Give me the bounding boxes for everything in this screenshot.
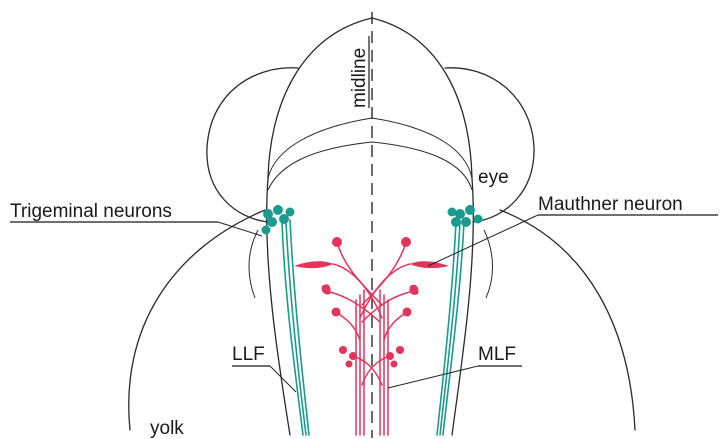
mauthner-left-soma (294, 261, 333, 268)
left-otic-contour (249, 230, 258, 298)
trigeminal-right-body-6 (448, 208, 457, 217)
neuron-bottom-right-3 (391, 361, 398, 368)
neuron-mid-right (409, 285, 418, 295)
body-outline-left (129, 210, 265, 430)
neuron-bottom-left-3 (346, 361, 353, 368)
right-eye (445, 68, 534, 222)
neuron-bottom-left-axon (353, 356, 382, 385)
yolk-label: yolk (150, 418, 184, 439)
trigeminal-left-body-2 (273, 205, 283, 215)
mlf-leader (388, 366, 478, 388)
midline-label: midline (349, 48, 370, 108)
trigeminal-left-body-6 (286, 208, 295, 217)
head-outline (129, 18, 635, 435)
mauthner-label: Mauthner neuron (538, 194, 683, 215)
llf-label: LLF (232, 344, 265, 365)
mauthner-leader (428, 215, 538, 266)
neuron-bottom-left-1 (339, 346, 347, 354)
trigeminal-left-body-5 (262, 226, 271, 235)
eye-label: eye (478, 167, 509, 188)
trigeminal-right-body-2 (465, 205, 475, 215)
left-eye (207, 68, 298, 222)
neuron-mid-left (322, 284, 331, 294)
mauthner-right-soma (410, 261, 449, 268)
neuron-bottom-right-1 (396, 346, 404, 354)
brain-dome (268, 18, 472, 178)
trigeminal-leader (218, 222, 262, 236)
trigeminal-right-body-3 (461, 217, 471, 227)
brain-inner-arc-2 (268, 142, 472, 190)
trigeminal-label: Trigeminal neurons (10, 201, 172, 222)
trigeminal-left-body-3 (267, 217, 277, 227)
trigeminal-right-body-5 (474, 215, 483, 224)
trigeminal-left-axon-2 (286, 222, 306, 435)
brain-inner-arc-1 (268, 118, 472, 178)
right-otic-contour (484, 230, 493, 298)
neuron-bottom-right-axon (362, 356, 390, 385)
mlf-label: MLF (478, 344, 516, 365)
body-outline-right (500, 210, 635, 430)
